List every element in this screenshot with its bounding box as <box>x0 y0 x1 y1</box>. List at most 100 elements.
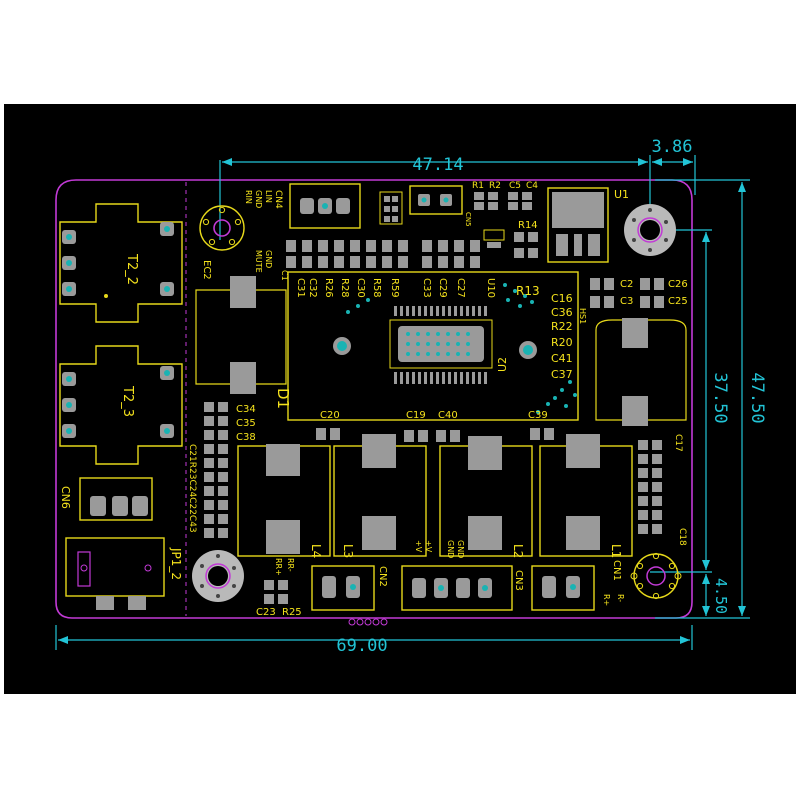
dim-right-height: 47.50 <box>747 372 767 423</box>
dimension-lines <box>55 155 750 650</box>
cap-row-middle <box>316 428 554 442</box>
label-l1: L1 <box>609 544 623 558</box>
chip-u2[interactable]: U2 <box>389 306 509 384</box>
label-c1: C1 <box>280 270 289 281</box>
power-stage-right <box>595 318 687 426</box>
label-c18: C18 <box>677 528 687 546</box>
connector-cn1[interactable]: CN1 R+ R- <box>531 560 625 611</box>
label-c16: C16 <box>551 292 573 305</box>
transformer-t2-2[interactable]: T2_2 <box>59 203 183 323</box>
label-r58: R58 <box>371 278 382 298</box>
label-c41: C41 <box>551 352 573 365</box>
label-c29: C29 <box>437 278 448 298</box>
label-r2: R2 <box>489 181 501 191</box>
label-c3: C3 <box>620 296 633 307</box>
inductor-l4[interactable]: L4 <box>237 444 331 558</box>
transformer-t2-3[interactable]: T2_3 <box>59 345 183 465</box>
label-lin: LIN <box>264 190 273 203</box>
label-cn2-gnd: GND <box>446 540 455 558</box>
label-c34: C34 <box>236 404 256 415</box>
label-c27: C27 <box>455 278 466 298</box>
cap-row-right <box>590 278 664 308</box>
chip-u2-frame[interactable] <box>287 271 579 421</box>
label-jp1-2: JP1_2 <box>169 547 183 580</box>
label-t2-3: T2_3 <box>120 385 135 417</box>
label-vplus: +V <box>414 540 423 553</box>
label-cn6: CN6 <box>59 486 72 509</box>
label-t2-2: T2_2 <box>124 253 139 285</box>
label-c30: C30 <box>355 278 366 298</box>
dim-top-right: 3.86 <box>652 137 693 157</box>
connector-cn5[interactable]: CN5 <box>409 185 472 227</box>
label-gnd: GND <box>254 190 263 208</box>
capacitor-ec2[interactable]: EC2 <box>199 205 245 280</box>
label-c33: C33 <box>421 278 432 298</box>
label-ec2: EC2 <box>201 260 212 280</box>
mounting-hole-bottom-left <box>192 550 244 602</box>
inductor-l2[interactable]: L2 <box>439 436 533 558</box>
label-u2: U2 <box>496 357 509 372</box>
label-c20: C20 <box>320 410 340 421</box>
connector-cn6[interactable]: CN6 <box>59 477 153 521</box>
inductor-l3[interactable]: L3 <box>333 434 427 558</box>
label-cn2-gnd2: GND <box>456 540 465 558</box>
dimension-arrows <box>58 158 746 644</box>
label-cn2: CN2 <box>377 566 388 587</box>
mounting-hole-top-right <box>624 204 676 256</box>
connector-cn2[interactable]: CN2 <box>311 565 388 611</box>
chip-d1 <box>483 229 505 248</box>
connector-cn3[interactable]: CN3 +V +V GND GND <box>401 540 524 611</box>
label-u10: U10 <box>485 278 496 298</box>
cap-row-top <box>286 240 480 268</box>
label-mute: MUTE <box>254 250 263 273</box>
label-c5: C5 <box>509 181 521 191</box>
cap-column-left <box>204 402 228 538</box>
label-c37: C37 <box>551 368 573 381</box>
label-rr-minus: RR- <box>286 558 295 572</box>
cap-column-right <box>638 440 662 534</box>
label-c19: C19 <box>406 410 426 421</box>
mounting-hole-bottom-right <box>630 552 682 600</box>
label-c2: C2 <box>620 279 633 290</box>
label-d1: D1 <box>274 388 292 409</box>
label-cn3: CN3 <box>513 570 524 591</box>
via-array <box>346 283 577 414</box>
resistor-row-top <box>474 192 532 210</box>
connector-jp1-2[interactable]: JP1_2 <box>65 537 183 610</box>
inductor-l1[interactable]: L1 <box>539 434 633 558</box>
label-l2: L2 <box>511 544 525 558</box>
label-cn4: CN4 <box>273 190 283 209</box>
edge-marks <box>348 618 388 626</box>
dim-bottom-width: 69.00 <box>336 636 387 656</box>
label-r59: R59 <box>389 278 400 298</box>
label-r13: R13 <box>516 284 540 298</box>
label-c38: C38 <box>236 432 256 443</box>
label-rin: RIN <box>244 190 253 204</box>
label-cn1: CN1 <box>611 560 622 581</box>
label-c31: C31 <box>295 278 306 298</box>
label-r1: R1 <box>472 181 484 191</box>
label-c40: C40 <box>438 410 458 421</box>
dim-top-width: 47.14 <box>412 155 463 175</box>
label-c32: C32 <box>307 278 318 298</box>
label-c25: C25 <box>668 296 688 307</box>
label-c39: C39 <box>528 410 548 421</box>
power-stage-left: D1 <box>195 276 292 409</box>
label-u1: U1 <box>614 188 629 201</box>
label-c23: C23 <box>256 607 276 618</box>
connector-cn4[interactable]: RIN GND LIN CN4 <box>244 183 361 229</box>
dim-inner-height: 37.50 <box>710 372 730 423</box>
label-r25: R25 <box>282 607 302 618</box>
label-r28: R28 <box>339 278 350 298</box>
label-left-vertical: C21R23C24C22C43 <box>187 444 197 533</box>
label-r14: R14 <box>518 220 538 231</box>
resistor-r14 <box>514 232 538 258</box>
label-vminus: +V <box>424 540 433 553</box>
chip-u1[interactable]: U1 <box>547 187 629 263</box>
misc-top-resistor-block <box>379 191 403 225</box>
label-c4: C4 <box>526 181 538 191</box>
label-cn5: CN5 <box>464 212 472 227</box>
label-c35: C35 <box>236 418 256 429</box>
